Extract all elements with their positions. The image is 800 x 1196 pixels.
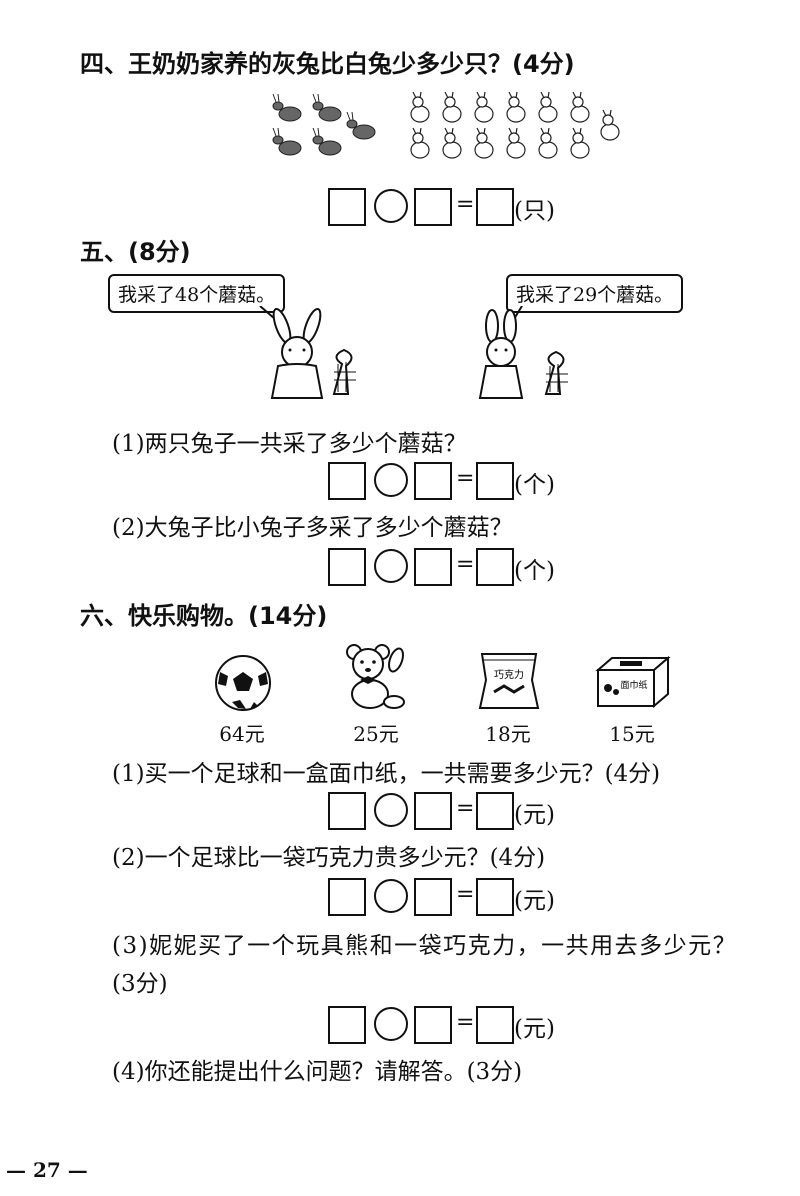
chocolate-bag-icon: 巧克力 — [478, 653, 540, 709]
answer-box[interactable] — [476, 1006, 514, 1044]
equals-sign: = — [456, 796, 475, 821]
equals-sign: = — [456, 552, 475, 577]
equals-sign: = — [456, 882, 475, 907]
small-rabbit-illustration — [478, 306, 568, 399]
operator-circle[interactable] — [374, 1007, 408, 1041]
answer-box[interactable] — [476, 462, 514, 500]
operator-circle[interactable] — [374, 793, 408, 827]
page-number: — 27 — — [6, 1158, 88, 1182]
question-6-3-line2: (3分) — [112, 971, 168, 997]
equation-row-5-1: = (个) — [328, 462, 588, 500]
unit-label: (元) — [514, 802, 555, 828]
answer-box[interactable] — [414, 462, 452, 500]
question-6-3-line1: (3)妮妮买了一个玩具熊和一袋巧克力，一共用去多少元？ — [112, 933, 738, 959]
answer-box[interactable] — [414, 792, 452, 830]
equation-row-6-3: = (元) — [328, 1006, 588, 1044]
answer-box[interactable] — [414, 1006, 452, 1044]
answer-box[interactable] — [414, 548, 452, 586]
equation-row-5-2: = (个) — [328, 548, 588, 586]
unit-label: (只) — [514, 198, 555, 224]
question-6-4: (4)你还能提出什么问题？请解答。(3分) — [112, 1059, 523, 1085]
equation-row-6-2: = (元) — [328, 878, 588, 916]
unit-label: (个) — [514, 472, 555, 498]
question-6-1: (1)买一个足球和一盒面巾纸，一共需要多少元？(4分) — [112, 761, 661, 787]
unit-label: (个) — [514, 558, 555, 584]
answer-box[interactable] — [328, 548, 366, 586]
price-teddy-bear: 25元 — [353, 722, 399, 746]
answer-box[interactable] — [328, 878, 366, 916]
operator-circle[interactable] — [374, 879, 408, 913]
tissue-box-icon: 面巾纸 — [595, 655, 671, 709]
speech-bubble-left: 我采了48个蘑菇。 — [108, 274, 286, 313]
white-rabbits-group — [410, 92, 620, 159]
answer-box[interactable] — [414, 878, 452, 916]
price-tissue-box: 15元 — [609, 722, 655, 746]
operator-circle[interactable] — [374, 549, 408, 583]
answer-box[interactable] — [328, 792, 366, 830]
answer-box[interactable] — [476, 878, 514, 916]
answer-box[interactable] — [476, 188, 514, 226]
answer-box[interactable] — [414, 188, 452, 226]
question-5-2: (2)大兔子比小兔子多采了多少个蘑菇？ — [112, 515, 513, 541]
unit-label: (元) — [514, 1016, 555, 1042]
operator-circle[interactable] — [374, 463, 408, 497]
equation-row-6-1: = (元) — [328, 792, 588, 830]
chocolate-bag-label: 巧克力 — [494, 668, 524, 681]
equals-sign: = — [456, 1010, 475, 1035]
soccer-ball-icon — [215, 655, 271, 711]
question-5-1: (1)两只兔子一共采了多少个蘑菇？ — [112, 431, 467, 457]
answer-box[interactable] — [328, 1006, 366, 1044]
tissue-box-label: 面巾纸 — [620, 679, 647, 691]
section-6-title: 六、快乐购物。(14分) — [80, 602, 328, 630]
rabbits-illustration — [272, 92, 620, 159]
big-rabbit-illustration — [259, 306, 356, 399]
price-chocolate: 18元 — [485, 722, 531, 746]
unit-label: (元) — [514, 888, 555, 914]
price-soccer-ball: 64元 — [219, 722, 265, 746]
section-5-title: 五、(8分) — [80, 238, 191, 266]
equation-row-4: = (只) — [328, 188, 588, 226]
equals-sign: = — [456, 192, 475, 217]
equals-sign: = — [456, 466, 475, 491]
question-6-2: (2)一个足球比一袋巧克力贵多少元？(4分) — [112, 845, 546, 871]
speech-bubble-right: 我采了29个蘑菇。 — [506, 274, 684, 313]
answer-box[interactable] — [328, 188, 366, 226]
answer-box[interactable] — [328, 462, 366, 500]
gray-rabbits-group — [272, 93, 376, 156]
section-4-title: 四、王奶奶家养的灰兔比白兔少多少只？(4分) — [80, 50, 575, 78]
answer-box[interactable] — [476, 548, 514, 586]
teddy-bear-icon — [346, 644, 405, 709]
answer-box[interactable] — [476, 792, 514, 830]
operator-circle[interactable] — [374, 189, 408, 223]
